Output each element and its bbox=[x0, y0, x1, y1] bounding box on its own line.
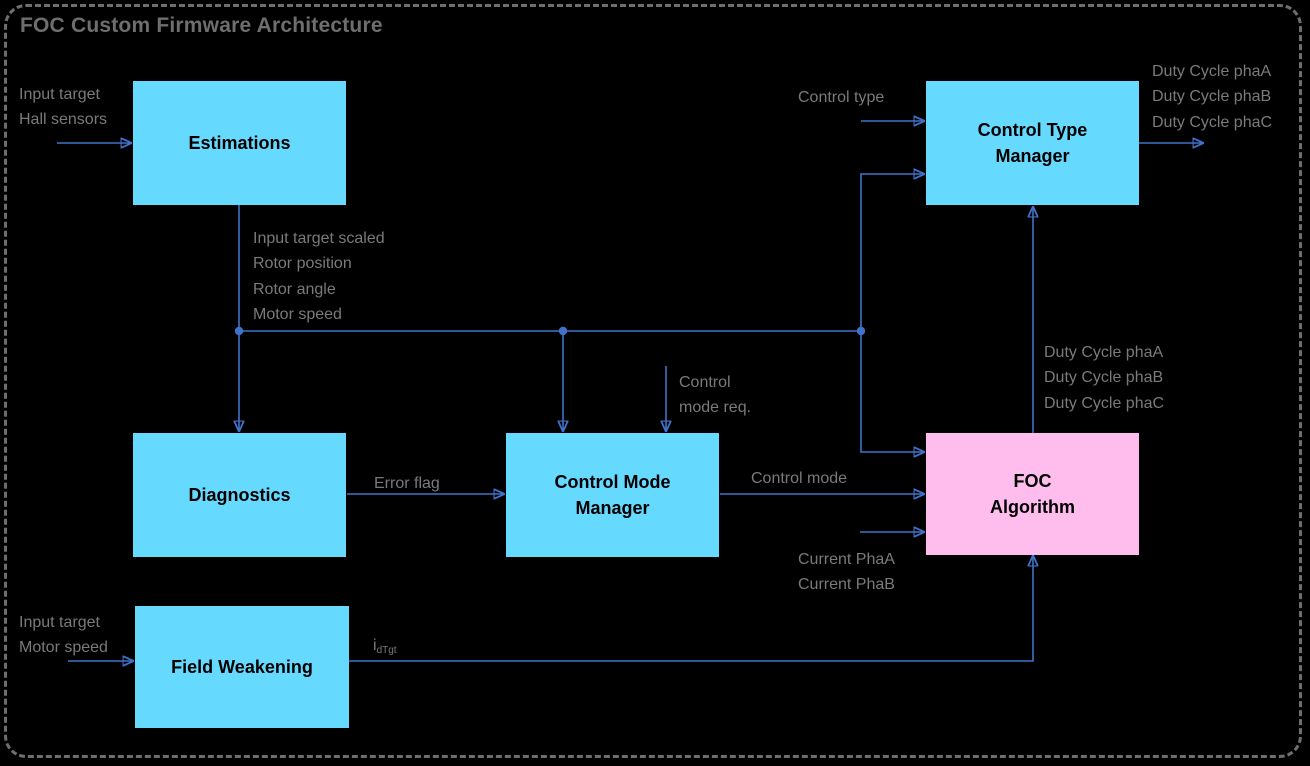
node-control-mode-manager[interactable]: Control Mode Manager bbox=[506, 433, 719, 557]
label-duty-cycle-foc-feedback: Duty Cycle phaA Duty Cycle phaB Duty Cyc… bbox=[1044, 344, 1165, 412]
junction-dot-control-mode-manager bbox=[558, 326, 568, 336]
wire-idtgt-to-foc bbox=[349, 556, 1033, 662]
page-title: FOC Custom Firmware Architecture bbox=[20, 14, 383, 37]
node-estimations[interactable]: Estimations bbox=[133, 81, 346, 205]
label-current-phases: Current PhaA Current PhaB bbox=[798, 551, 895, 594]
label-control-mode-req: Control mode req. bbox=[679, 374, 752, 417]
junction-dot-estimations bbox=[234, 326, 244, 336]
idtgt-base: i bbox=[373, 637, 377, 654]
label-estimations-input: Input target Hall sensors bbox=[19, 86, 108, 129]
label-error-flag: Error flag bbox=[374, 475, 440, 492]
wire-bus-to-control-type-manager bbox=[860, 174, 924, 331]
idtgt-subscript: dTgt bbox=[376, 645, 397, 656]
label-field-weakening-input: Input target Motor speed bbox=[19, 614, 108, 657]
label-control-type: Control type bbox=[798, 89, 885, 106]
label-duty-cycle-output: Duty Cycle phaA Duty Cycle phaB Duty Cyc… bbox=[1152, 63, 1273, 131]
node-diagnostics[interactable]: Diagnostics bbox=[133, 433, 346, 557]
node-foc-algorithm[interactable]: FOC Algorithm bbox=[926, 433, 1139, 555]
label-control-mode: Control mode bbox=[751, 470, 848, 487]
junction-dot-right-bus bbox=[856, 326, 866, 336]
label-estimations-bus-signals: Input target scaled Rotor position Rotor… bbox=[253, 230, 385, 323]
node-field-weakening[interactable]: Field Weakening bbox=[135, 606, 349, 728]
label-idtgt: idTgt bbox=[373, 633, 397, 658]
node-control-type-manager[interactable]: Control Type Manager bbox=[926, 81, 1139, 205]
wire-bus-to-foc-algorithm bbox=[860, 331, 924, 452]
